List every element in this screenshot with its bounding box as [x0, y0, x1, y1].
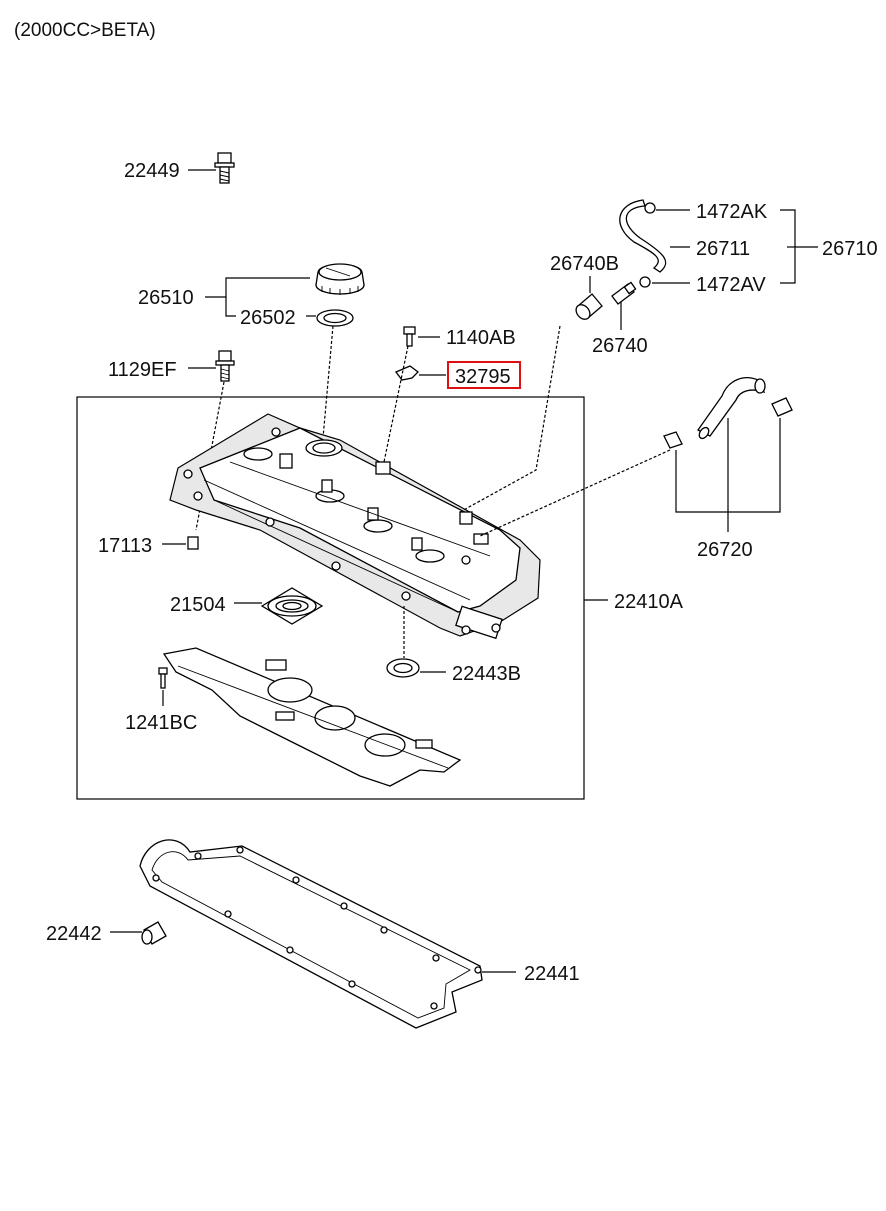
dowel-17113[interactable] [187, 536, 199, 550]
label-22441[interactable]: 22441 [524, 963, 580, 985]
bracket-32795[interactable] [394, 365, 419, 381]
label-26510[interactable]: 26510 [138, 287, 194, 309]
bolt-22449[interactable] [214, 152, 235, 184]
label-1472AV[interactable]: 1472AV [696, 274, 766, 296]
label-22442[interactable]: 22442 [46, 923, 102, 945]
baffle-plate[interactable] [162, 647, 462, 787]
oil-filler-cap-26510[interactable] [315, 263, 365, 295]
hose-26740B[interactable] [573, 293, 603, 322]
label-1140AB[interactable]: 1140AB [446, 327, 516, 349]
label-22443B[interactable]: 22443B [452, 663, 521, 685]
label-1129EF[interactable]: 1129EF [108, 359, 177, 381]
seal-22443B[interactable] [386, 658, 420, 678]
label-32795[interactable]: 32795 [455, 366, 511, 388]
pcv-hose-26711[interactable] [619, 199, 667, 288]
breather-hose-26720[interactable] [697, 377, 766, 440]
label-21504[interactable]: 21504 [170, 594, 226, 616]
label-1472AK[interactable]: 1472AK [696, 201, 768, 223]
bolt-1129EF[interactable] [215, 350, 235, 382]
assembly-box-22410A [76, 396, 585, 800]
label-26740[interactable]: 26740 [592, 335, 648, 357]
seal-21504[interactable] [260, 587, 324, 625]
diagram-title: (2000CC>BETA) [14, 20, 156, 41]
valve-26740[interactable] [611, 281, 637, 305]
label-26740B[interactable]: 26740B [550, 253, 619, 275]
highlight-box-32795 [447, 361, 521, 389]
label-22449[interactable]: 22449 [124, 160, 180, 182]
cap-gasket-26502[interactable] [316, 309, 354, 327]
screw-1140AB[interactable] [403, 326, 416, 347]
label-26502[interactable]: 26502 [240, 307, 296, 329]
label-26711[interactable]: 26711 [696, 238, 750, 260]
label-26720[interactable]: 26720 [697, 539, 753, 561]
label-1241BC[interactable]: 1241BC [125, 712, 197, 734]
label-26710[interactable]: 26710 [822, 238, 878, 260]
gasket-22441[interactable] [139, 839, 483, 1029]
bolt-1241BC[interactable] [158, 667, 168, 689]
clamp-left-26720[interactable] [663, 431, 683, 449]
label-17113[interactable]: 17113 [98, 535, 152, 557]
plug-22442[interactable] [141, 921, 167, 945]
rocker-cover-body[interactable] [169, 413, 541, 640]
label-22410A[interactable]: 22410A [614, 591, 684, 613]
clamp-right-26720[interactable] [771, 397, 793, 417]
